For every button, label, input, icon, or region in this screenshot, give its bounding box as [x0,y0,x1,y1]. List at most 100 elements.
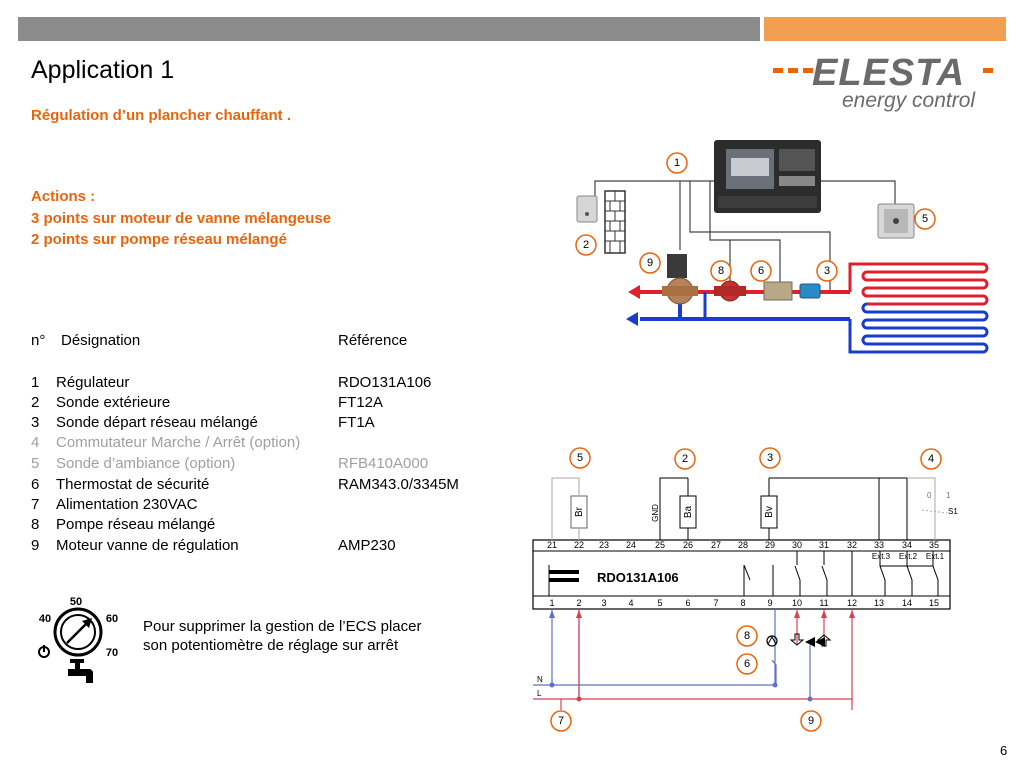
sensor-bv: Bv [760,495,778,529]
actions-heading: Actions : [31,188,96,205]
svg-text:6: 6 [758,265,764,277]
outdoor-sensor-image [576,195,598,223]
row-designation: Pompe réseau mélangé [56,516,216,533]
row-num: 4 [31,434,40,451]
dial-label: 70 [106,647,118,659]
live-label: L [537,689,542,698]
svg-text:13: 13 [874,598,884,608]
row-designation: Régulateur [56,374,130,391]
row-reference: RAM343.0/3345M [338,476,459,493]
column-header-reference: Référence [338,332,408,349]
room-sensor-image [877,203,915,239]
row-designation: Sonde départ réseau mélangé [56,414,258,431]
row-reference: FT1A [338,414,375,431]
svg-text:25: 25 [655,540,665,550]
relay-symbol [548,565,579,596]
logo-tagline: energy control [842,89,976,112]
row-designation: Sonde d’ambiance (option) [56,455,236,472]
svg-text:5: 5 [922,213,928,225]
wiring-diagram: RDO131A106 Br Ba Bv GND 0 1 S1 [532,447,958,732]
svg-text:27: 27 [711,540,721,550]
svg-text:6: 6 [685,598,690,608]
action-line: 3 points sur moteur de vanne mélangeuse [31,210,332,227]
row-designation: Thermostat de sécurité [56,476,210,493]
svg-text:9: 9 [767,598,772,608]
svg-text:23: 23 [599,540,609,550]
ext-labels: Ext.3 Ext.2 Ext.1 [872,552,945,561]
svg-text:Ext.2: Ext.2 [899,552,918,561]
svg-text:2: 2 [576,598,581,608]
svg-text:Ext.3: Ext.3 [872,552,891,561]
row-designation: Moteur vanne de régulation [56,537,239,554]
page-number: 6 [1000,743,1008,758]
sensor-ba: Ba [679,495,697,529]
safety-thermostat-image [763,281,793,301]
svg-text:3: 3 [767,452,773,464]
bottom-terminals: 1 2 3 4 5 6 7 8 9 10 11 12 13 14 15 [549,598,939,608]
page-subtitle: Régulation d’un plancher chauffant . [31,107,292,124]
column-header-num: n° [31,332,46,349]
row-reference: RDO131A106 [338,374,432,391]
svg-text:Ba: Ba [683,505,694,518]
svg-text:8: 8 [744,630,750,642]
schematic-callout-3: 3 [816,260,838,282]
svg-text:8: 8 [718,265,724,277]
svg-text:33: 33 [874,540,884,550]
header-bar-orange [764,17,1006,41]
svg-text:Br: Br [574,506,585,517]
svg-text:2: 2 [583,239,589,251]
svg-text:30: 30 [792,540,802,550]
svg-text:26: 26 [683,540,693,550]
wiring-callout-3: 3 [759,447,781,469]
svg-text:10: 10 [792,598,802,608]
ecs-dial-icon: 50 40 60 70 [38,596,118,683]
schematic-callout-2: 2 [575,234,597,256]
svg-text:15: 15 [929,598,939,608]
dial-label: 60 [106,613,118,625]
wiring-callout-5: 5 [569,447,591,469]
pump-image [714,280,746,302]
svg-text:14: 14 [902,598,912,608]
row-num: 2 [31,394,40,411]
svg-text:31: 31 [819,540,829,550]
power-off-icon [38,645,50,658]
schematic-callout-9: 9 [639,252,661,274]
svg-text:Bv: Bv [764,506,775,518]
ecs-note: Pour supprimer la gestion de l’ECS place… [143,617,421,655]
switch-off-label: 0 [927,491,932,500]
wiring-callout-6: 6 [736,653,758,675]
svg-text:4: 4 [928,453,934,465]
svg-text:3: 3 [824,265,830,277]
wiring-callout-2: 2 [674,448,696,470]
svg-text:1: 1 [549,598,554,608]
neutral-label: N [537,675,543,684]
svg-text:1: 1 [674,157,680,169]
valve-motor-icon [789,633,832,647]
tap-icon [68,659,93,683]
svg-text:5: 5 [657,598,662,608]
row-designation: Sonde extérieure [56,394,171,411]
sensor-br: Br [570,495,588,529]
svg-text:9: 9 [808,715,814,727]
svg-text:28: 28 [738,540,748,550]
schematic-callout-8: 8 [710,260,732,282]
controller-image [714,140,821,213]
svg-text:35: 35 [929,540,939,550]
pump-symbol-icon [766,635,778,647]
dial-label: 50 [70,596,82,608]
svg-text:2: 2 [682,453,688,465]
svg-text:3: 3 [601,598,606,608]
svg-text:21: 21 [547,540,557,550]
svg-text:34: 34 [902,540,912,550]
row-num: 3 [31,414,40,431]
svg-text:29: 29 [765,540,775,550]
top-terminals: 21 22 23 24 25 26 27 28 29 30 31 32 33 3… [547,540,939,550]
row-num: 9 [31,537,40,554]
header-bar-gray [18,17,760,41]
row-num: 1 [31,374,40,391]
valve-actuator-image [662,254,698,305]
svg-text:24: 24 [626,540,636,550]
flow-sensor-image [799,283,821,299]
wiring-callout-4: 4 [920,448,942,470]
